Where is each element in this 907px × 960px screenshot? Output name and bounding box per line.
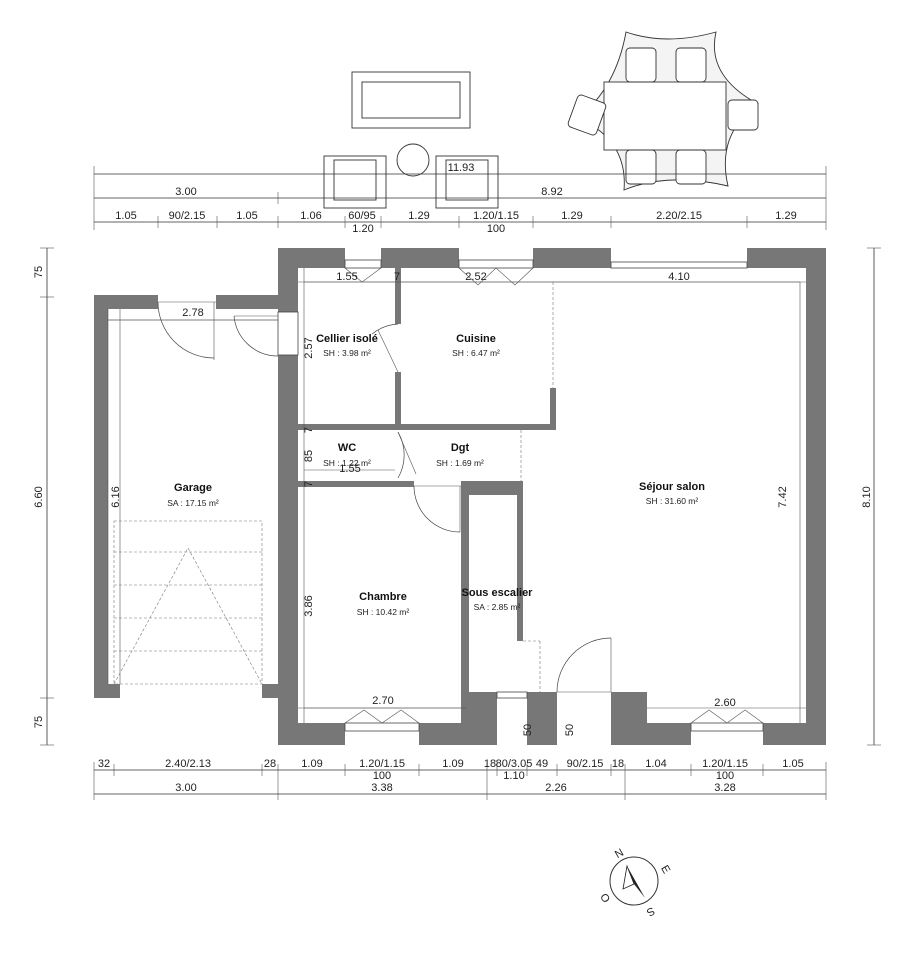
dim-cellier-depth: 2.57 [303,337,315,358]
compass-s: S [644,904,656,918]
dim-top-total: 11.93 [448,162,475,174]
room-area: SA : 2.85 m² [474,602,521,612]
walls [94,248,826,745]
dim-bottom-total: 2.26 [545,782,566,794]
dim-bottom-segment: 28 [264,758,276,770]
armchair-left [323,155,387,209]
dim-bottom-segment: 1.04 [645,758,666,770]
side-dimensions: 75 6.60 75 8.10 [33,247,881,746]
room-name: WC [338,442,356,454]
room-name: Cuisine [456,333,496,345]
dim-left-top: 75 [33,266,45,278]
compass: N E S O [598,847,672,919]
dim-garage-depth: 6.16 [110,486,122,507]
compass-o: O [598,890,613,904]
dining-set [567,31,759,191]
dim-step: 50 [522,724,534,736]
room-area: SH : 31.60 m² [646,496,699,506]
dim-top-left: 3.00 [175,186,196,198]
dim-top-segment: 1.29 [408,210,429,222]
dim-top-right: 8.92 [541,186,562,198]
dim-bottom-total: 3.38 [371,782,392,794]
dim-step: 50 [564,724,576,736]
dim-top-segment: 1.29 [775,210,796,222]
dim-top-segment: 1.05 [115,210,136,222]
bottom-dimensions: 32 2.40/2.13 28 1.09 1.20/1.15 1.09 18 8… [93,758,827,800]
dim-bottom-total: 3.28 [714,782,735,794]
room-name: Cellier isolé [316,333,378,345]
dim-sejour-width: 4.10 [668,271,689,283]
dim-top-segment: 60/95 [348,210,376,222]
room-name: Sous escalier [462,587,534,599]
room-area: SA : 17.15 m² [167,498,219,508]
dim-bottom-sub: 100 [373,770,391,782]
dim-bottom-segment: 1.09 [442,758,463,770]
dim-bottom-segment: 80/3.05 [496,758,533,770]
dim-right-total: 8.10 [861,486,873,507]
dim-chambre-depth: 3.86 [303,595,315,616]
dim-cellier-width: 1.55 [336,271,357,283]
dim-wall-7: 7 [394,271,400,283]
dim-left-bottom: 75 [33,716,45,728]
dim-wc-depth: 85 [303,450,315,462]
room-area: SH : 1.69 m² [436,458,484,468]
dim-bottom-sub: 1.10 [503,770,524,782]
doors [157,301,612,693]
room-area: SH : 6.47 m² [452,348,500,358]
dim-sejour-depth: 7.42 [777,486,789,507]
dim-bottom-sub: 100 [716,770,734,782]
dim-bottom-total: 3.00 [175,782,196,794]
dim-bottom-segment: 18 [484,758,496,770]
dim-bottom-segment: 49 [536,758,548,770]
dim-wc-width: 1.55 [339,463,360,475]
dim-top-segment: 1.06 [300,210,321,222]
room-labels: Garage SA : 17.15 m² Cellier isolé SH : … [167,333,705,617]
room-name: Séjour salon [639,481,705,493]
dim-top-segment: 2.20/2.15 [656,210,702,222]
room-area: SH : 1.22 m² [323,458,371,468]
dim-bottom-segment: 1.05 [782,758,803,770]
armchair-right [435,155,499,209]
dim-top-segment: 1.29 [561,210,582,222]
dim-chambre-width: 2.70 [372,695,393,707]
dim-bottom-segment: 2.40/2.13 [165,758,211,770]
windows [277,259,764,732]
dim-sejour-window: 2.60 [714,697,735,709]
dim-top-segment: 1.20/1.15 [473,210,519,222]
dim-top-sub: 100 [487,223,505,235]
room-area: SH : 10.42 m² [357,607,410,617]
dim-bottom-segment: 90/2.15 [567,758,604,770]
dim-top-sub: 1.20 [352,223,373,235]
dim-left-mid: 6.60 [33,486,45,507]
dim-garage-width: 2.78 [182,307,203,319]
dim-bottom-segment: 1.20/1.15 [359,758,405,770]
dim-wall-7: 7 [303,481,315,487]
dim-top-segment: 1.05 [236,210,257,222]
dim-cuisine-width: 2.52 [465,271,486,283]
room-name: Chambre [359,591,407,603]
side-table [396,143,430,177]
dim-bottom-segment: 1.20/1.15 [702,758,748,770]
interior-dimension-lines [108,281,800,709]
garage-door-outline [113,520,263,685]
compass-needle-icon [627,866,645,898]
furniture-group [323,31,759,209]
room-name: Garage [174,482,212,494]
room-area: SH : 3.98 m² [323,348,371,358]
dim-bottom-segment: 32 [98,758,110,770]
top-dimensions: 11.93 3.00 8.92 1.05 90/2.15 1.05 1.06 6… [93,162,827,235]
dim-top-segment: 90/2.15 [169,210,206,222]
dim-bottom-segment: 18 [612,758,624,770]
dim-bottom-segment: 1.09 [301,758,322,770]
compass-e: E [658,863,672,875]
room-name: Dgt [451,442,470,454]
dim-wall-7: 7 [303,427,315,433]
